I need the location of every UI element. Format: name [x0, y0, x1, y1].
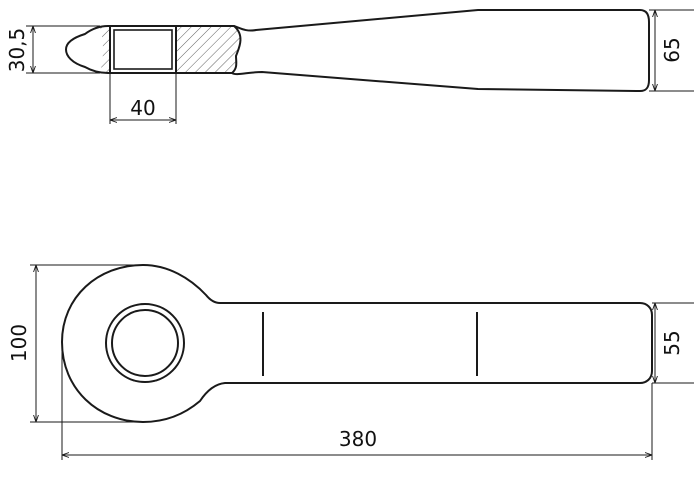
dim-label-65: 65	[660, 37, 684, 62]
front-view: 100 55 380	[7, 264, 694, 460]
front-view-outline	[61, 264, 653, 423]
section-hatch-right	[176, 26, 241, 73]
section-hatch-left	[100, 26, 110, 73]
section-outline-right	[231, 25, 242, 74]
dim-label-100: 100	[7, 324, 31, 362]
dim-label-30-5: 30,5	[5, 28, 29, 73]
dim-label-55: 55	[660, 330, 684, 355]
dim-label-380: 380	[339, 427, 377, 451]
dim-label-40: 40	[130, 96, 155, 120]
bore-inner-outline	[113, 29, 173, 70]
bore-section	[110, 26, 176, 73]
eye-hole-inner	[111, 309, 179, 377]
top-view: 30,5 40 65	[5, 9, 694, 124]
